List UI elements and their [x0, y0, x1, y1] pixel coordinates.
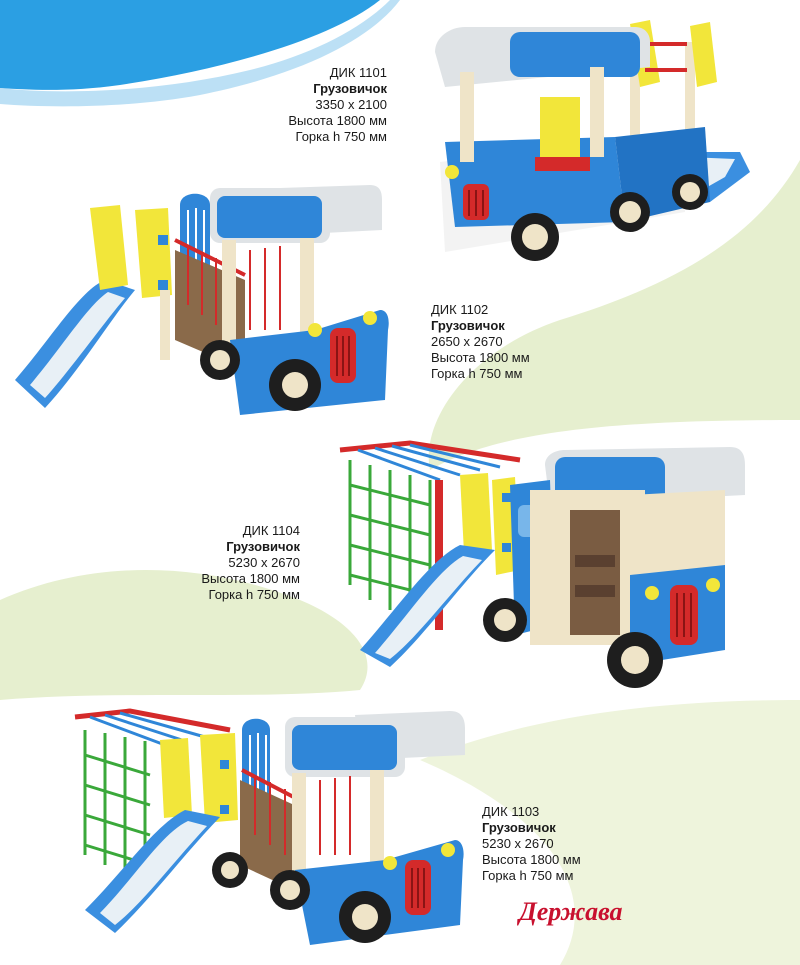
- product-slide-height: Горка h 750 мм: [431, 366, 523, 381]
- product-dimensions: 3350 х 2100: [315, 97, 387, 112]
- product-height: Высота 1800 мм: [288, 113, 387, 128]
- product-slide-height: Горка h 750 мм: [208, 587, 300, 602]
- product-image-dik-1101: [435, 20, 750, 261]
- product-image-dik-1103: [74, 708, 465, 945]
- brand-logo: Держава: [517, 897, 623, 926]
- product-name: Грузовичок: [482, 820, 556, 835]
- product-height: Высота 1800 мм: [482, 852, 581, 867]
- product-image-dik-1104: [339, 440, 745, 688]
- product-caption-dik-1104: ДИК 1104 Грузовичок 5230 х 2670 Высота 1…: [201, 523, 300, 603]
- product-height: Высота 1800 мм: [431, 350, 530, 365]
- product-height: Высота 1800 мм: [201, 571, 300, 586]
- product-code: ДИК 1102: [431, 302, 489, 317]
- product-slide-height: Горка h 750 мм: [482, 868, 574, 883]
- product-slide-height: Горка h 750 мм: [295, 129, 387, 144]
- product-code: ДИК 1104: [242, 523, 300, 538]
- brand-name: Держава: [517, 897, 623, 926]
- product-dimensions: 2650 х 2670: [431, 334, 503, 349]
- product-image-dik-1102: [15, 185, 389, 415]
- product-name: Грузовичок: [313, 81, 387, 96]
- product-name: Грузовичок: [226, 539, 300, 554]
- product-caption-dik-1101: ДИК 1101 Грузовичок 3350 х 2100 Высота 1…: [288, 65, 387, 145]
- product-caption-dik-1103: ДИК 1103 Грузовичок 5230 х 2670 Высота 1…: [482, 804, 581, 884]
- product-dimensions: 5230 х 2670: [228, 555, 300, 570]
- product-dimensions: 5230 х 2670: [482, 836, 554, 851]
- product-name: Грузовичок: [431, 318, 505, 333]
- product-caption-dik-1102: ДИК 1102 Грузовичок 2650 х 2670 Высота 1…: [431, 302, 530, 382]
- product-code: ДИК 1101: [329, 65, 387, 80]
- product-code: ДИК 1103: [482, 804, 540, 819]
